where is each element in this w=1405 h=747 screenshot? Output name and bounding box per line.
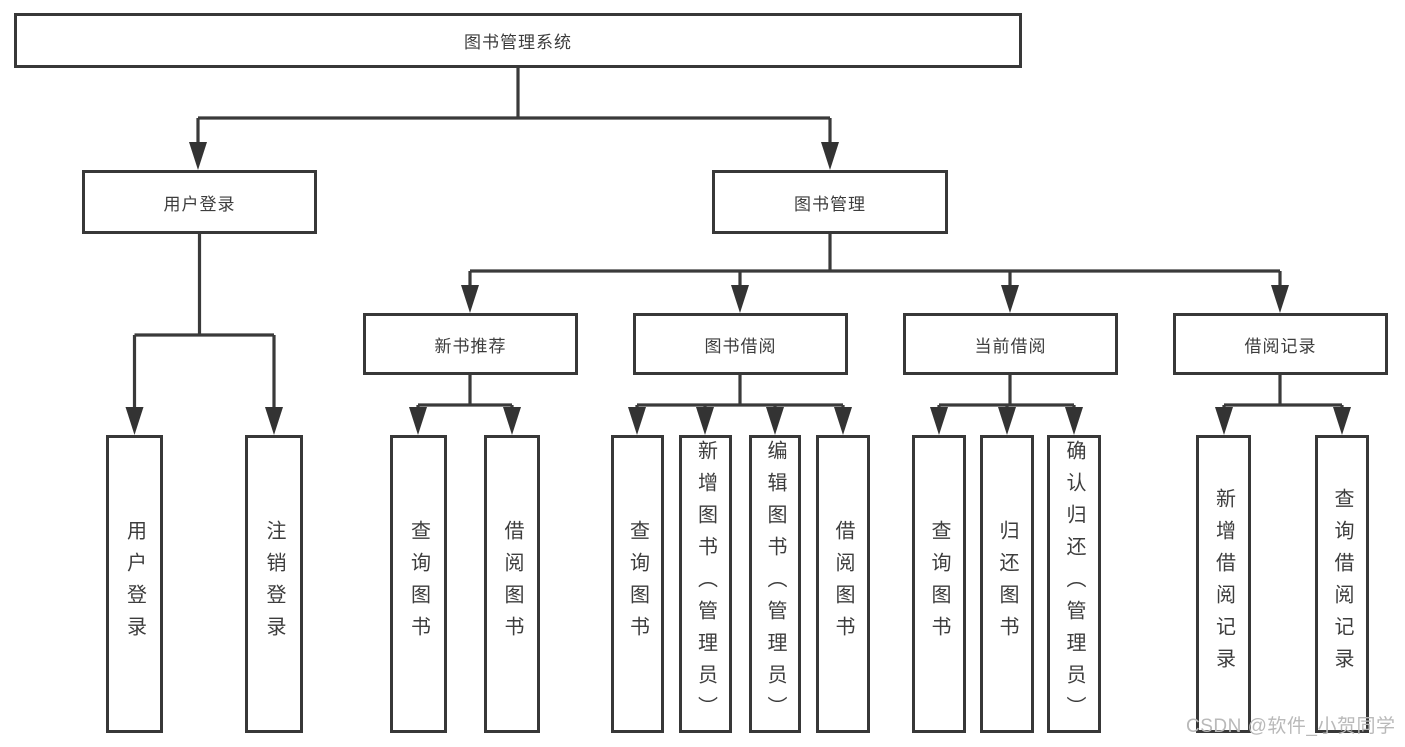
connector-book-management-to-level3 — [461, 234, 1289, 313]
leaf-borrow-borrow-books: 借阅图书 — [816, 435, 870, 733]
leaf-current-confirm-return-admin: 确认归还（管理员） — [1047, 435, 1101, 733]
leaf-records-query-record: 查询借阅记录 — [1315, 435, 1369, 733]
leaf-borrow-edit-book-admin: 编辑图书（管理员） — [749, 435, 801, 733]
leaf-records-add-record: 新增借阅记录 — [1196, 435, 1251, 733]
leaf-borrow-query-books: 查询图书 — [611, 435, 664, 733]
connector-current-borrow-to-leaves — [930, 375, 1083, 435]
node-book-management: 图书管理 — [712, 170, 948, 234]
node-borrow-records: 借阅记录 — [1173, 313, 1388, 375]
leaf-borrow-add-book-admin: 新增图书（管理员） — [679, 435, 732, 733]
watermark: CSDN @软件_小贺同学 — [1186, 716, 1396, 737]
leaf-user-login: 用户登录 — [106, 435, 163, 733]
connector-user-login-to-leaves — [125, 234, 283, 435]
connector-new-book-recommend-to-leaves — [409, 375, 521, 435]
leaf-current-query-books: 查询图书 — [912, 435, 966, 733]
node-current-borrow: 当前借阅 — [903, 313, 1118, 375]
connector-book-borrow-to-leaves — [628, 375, 852, 435]
node-user-login: 用户登录 — [82, 170, 317, 234]
leaf-logout: 注销登录 — [245, 435, 303, 733]
node-new-book-recommend: 新书推荐 — [363, 313, 578, 375]
leaf-recommend-query-books: 查询图书 — [390, 435, 447, 733]
leaf-current-return-books: 归还图书 — [980, 435, 1034, 733]
connector-root-to-level2 — [189, 68, 839, 170]
connector-borrow-records-to-leaves — [1215, 375, 1351, 435]
leaf-recommend-borrow-books: 借阅图书 — [484, 435, 540, 733]
node-book-borrow: 图书借阅 — [633, 313, 848, 375]
node-root: 图书管理系统 — [14, 13, 1022, 68]
